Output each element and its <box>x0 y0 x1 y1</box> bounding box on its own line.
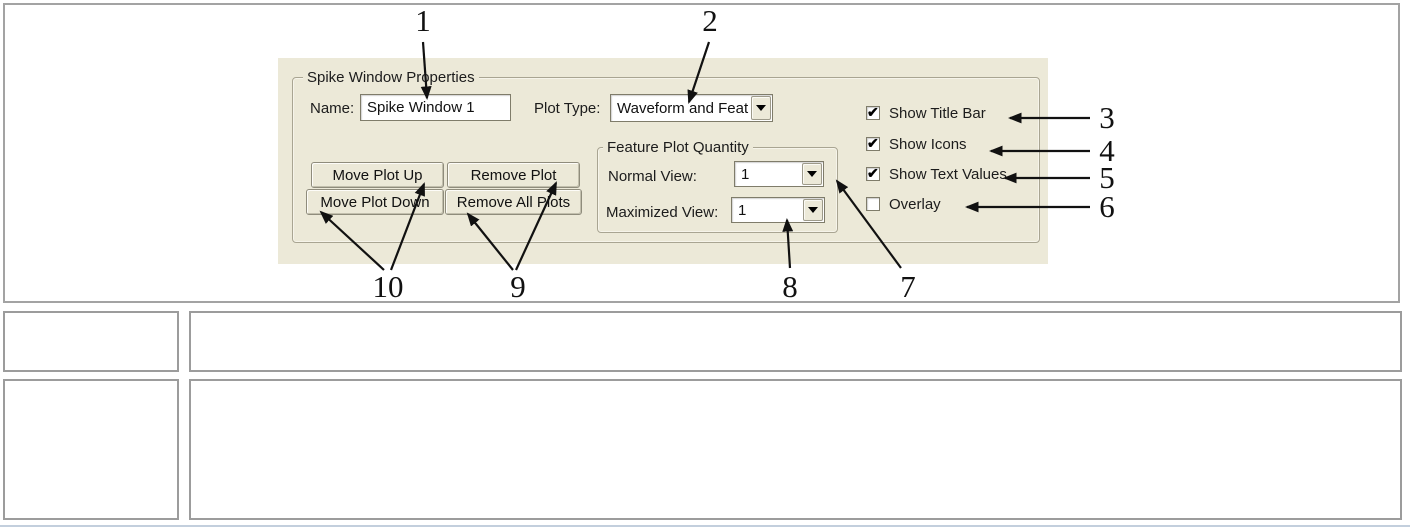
feature-plot-quantity-title: Feature Plot Quantity <box>603 139 753 156</box>
normal-view-dropdown-button[interactable] <box>802 163 822 185</box>
table-cell <box>189 379 1402 520</box>
callout-4: 4 <box>1099 133 1115 168</box>
groupbox-title: Spike Window Properties <box>303 69 479 86</box>
checkbox-icon <box>866 104 880 121</box>
checkbox-label: Show Title Bar <box>889 104 986 122</box>
checkbox-icon <box>866 165 880 182</box>
chevron-down-icon <box>807 171 817 177</box>
callout-8: 8 <box>782 269 798 304</box>
remove-plot-button[interactable]: Remove Plot <box>447 162 580 188</box>
callout-1: 1 <box>415 3 431 38</box>
callout-5: 5 <box>1099 160 1115 195</box>
checkbox-label: Overlay <box>889 195 941 213</box>
plot-type-dropdown-button[interactable] <box>751 96 771 120</box>
table-cell <box>3 379 179 520</box>
checkbox-icon <box>866 197 880 211</box>
name-input[interactable] <box>360 94 511 121</box>
maximized-view-label: Maximized View: <box>606 204 719 221</box>
remove-all-plots-button[interactable]: Remove All Plots <box>445 189 582 215</box>
maximized-view-dropdown-button[interactable] <box>803 199 823 221</box>
chevron-down-icon <box>808 207 818 213</box>
checkbox-label: Show Icons <box>889 135 967 153</box>
table-cell <box>189 311 1402 372</box>
callout-9: 9 <box>510 269 526 304</box>
checkbox-label: Show Text Values <box>889 165 1007 183</box>
plot-type-value: Waveform and Feat <box>617 99 749 117</box>
chevron-down-icon <box>756 105 766 111</box>
move-plot-down-button[interactable]: Move Plot Down <box>306 189 444 215</box>
plot-type-dropdown[interactable]: Waveform and Feat <box>610 94 773 122</box>
spike-window-properties-groupbox <box>292 77 1040 243</box>
normal-view-dropdown[interactable]: 1 <box>734 161 824 187</box>
checkbox-icon <box>866 135 880 152</box>
overlay-checkbox[interactable]: Overlay <box>866 195 941 213</box>
callout-2: 2 <box>702 3 718 38</box>
show-icons-checkbox[interactable]: Show Icons <box>866 135 967 153</box>
callout-10: 10 <box>372 269 404 304</box>
callout-7: 7 <box>900 269 916 304</box>
window-edge-line <box>0 525 1410 527</box>
maximized-view-value: 1 <box>738 201 747 219</box>
move-plot-up-button[interactable]: Move Plot Up <box>311 162 444 188</box>
show-text-values-checkbox[interactable]: Show Text Values <box>866 165 1007 183</box>
table-cell <box>3 311 179 372</box>
normal-view-label: Normal View: <box>608 168 697 185</box>
callout-3: 3 <box>1099 100 1115 135</box>
callout-6: 6 <box>1099 189 1115 224</box>
normal-view-value: 1 <box>741 165 750 183</box>
name-label: Name: <box>310 100 355 117</box>
maximized-view-dropdown[interactable]: 1 <box>731 197 825 223</box>
plot-type-label: Plot Type: <box>534 100 601 117</box>
show-title-bar-checkbox[interactable]: Show Title Bar <box>866 104 986 122</box>
